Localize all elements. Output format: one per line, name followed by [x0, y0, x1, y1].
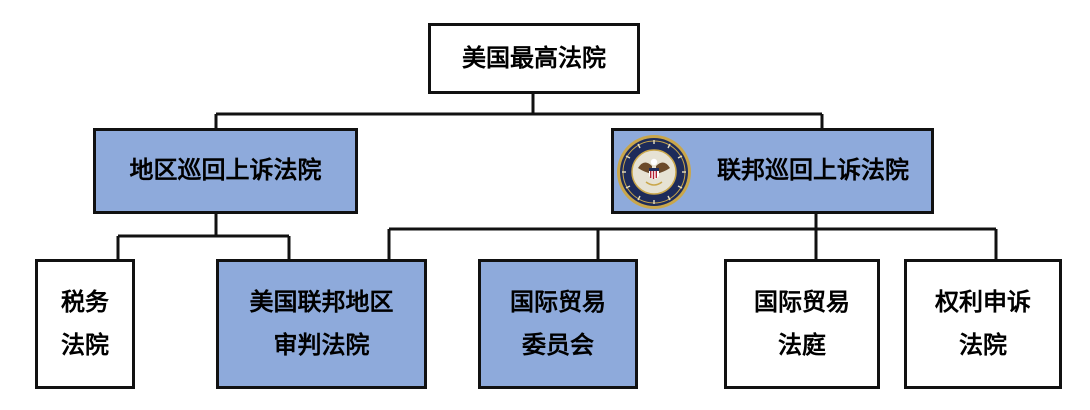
node-regional-circuit-appeals: 地区巡回上诉法院 — [93, 128, 358, 214]
node-court-of-claims: 权利申诉 法院 — [904, 259, 1062, 389]
node-supreme-court: 美国最高法院 — [428, 23, 640, 94]
node-international-trade-commission: 国际贸易 委员会 — [478, 259, 638, 389]
node-label: 国际贸易 法庭 — [754, 287, 850, 359]
node-court-of-international-trade: 国际贸易 法庭 — [724, 259, 880, 389]
node-label: 美国最高法院 — [462, 43, 606, 72]
node-label: 美国联邦地区 审判法院 — [249, 287, 394, 359]
node-label: 国际贸易 委员会 — [510, 287, 606, 359]
node-district-court: 美国联邦地区 审判法院 — [216, 259, 427, 389]
court-seal-icon — [617, 135, 691, 209]
node-label: 地区巡回上诉法院 — [129, 156, 322, 185]
node-tax-court: 税务 法院 — [35, 259, 135, 389]
node-label: 权利申诉 法院 — [935, 287, 1031, 359]
node-label: 税务 法院 — [61, 287, 109, 359]
node-label: 联邦巡回上诉法院 — [717, 156, 909, 185]
